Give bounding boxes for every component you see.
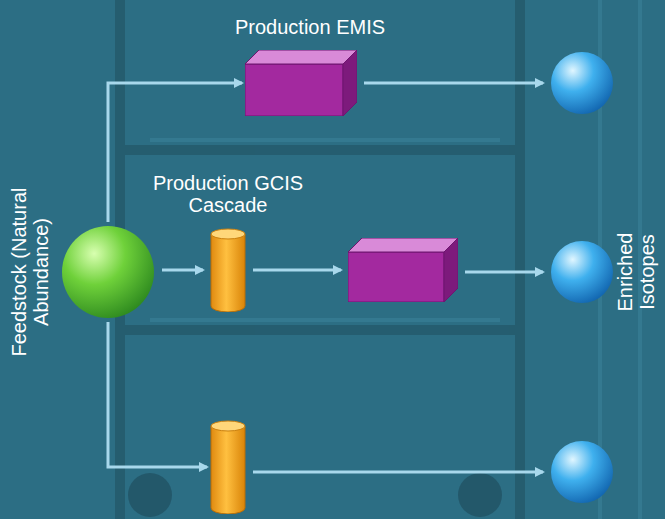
node-label: Production EMIS — [210, 16, 410, 38]
flow-arrow — [253, 471, 543, 474]
isotope-node — [550, 240, 614, 304]
flow-arrow — [364, 82, 543, 85]
output-label: Enriched Isotopes — [614, 217, 658, 327]
flow-arrow — [108, 322, 207, 467]
flow-arrow — [162, 269, 203, 272]
emis-box — [245, 50, 357, 116]
isotope-node — [550, 440, 614, 504]
feedstock-sphere — [61, 225, 155, 319]
cascade-node — [210, 420, 246, 514]
isotope-node — [550, 51, 614, 115]
isotope-node: Feedstock (Natural Abundance) — [61, 225, 155, 319]
node-label: Production GCIS Cascade — [128, 172, 328, 216]
product-sphere — [550, 440, 614, 504]
cascade-node: Production GCIS Cascade — [210, 228, 246, 312]
product-sphere — [550, 240, 614, 304]
process-box — [348, 238, 458, 302]
emis-box — [348, 238, 458, 302]
node-label: Feedstock (Natural Abundance) — [8, 157, 52, 387]
process-box: Production EMIS — [245, 50, 357, 116]
gcis-cylinder — [210, 228, 246, 312]
product-sphere — [550, 51, 614, 115]
flow-arrow — [465, 271, 543, 274]
flow-arrow — [253, 269, 341, 272]
gcis-cylinder — [210, 420, 246, 514]
